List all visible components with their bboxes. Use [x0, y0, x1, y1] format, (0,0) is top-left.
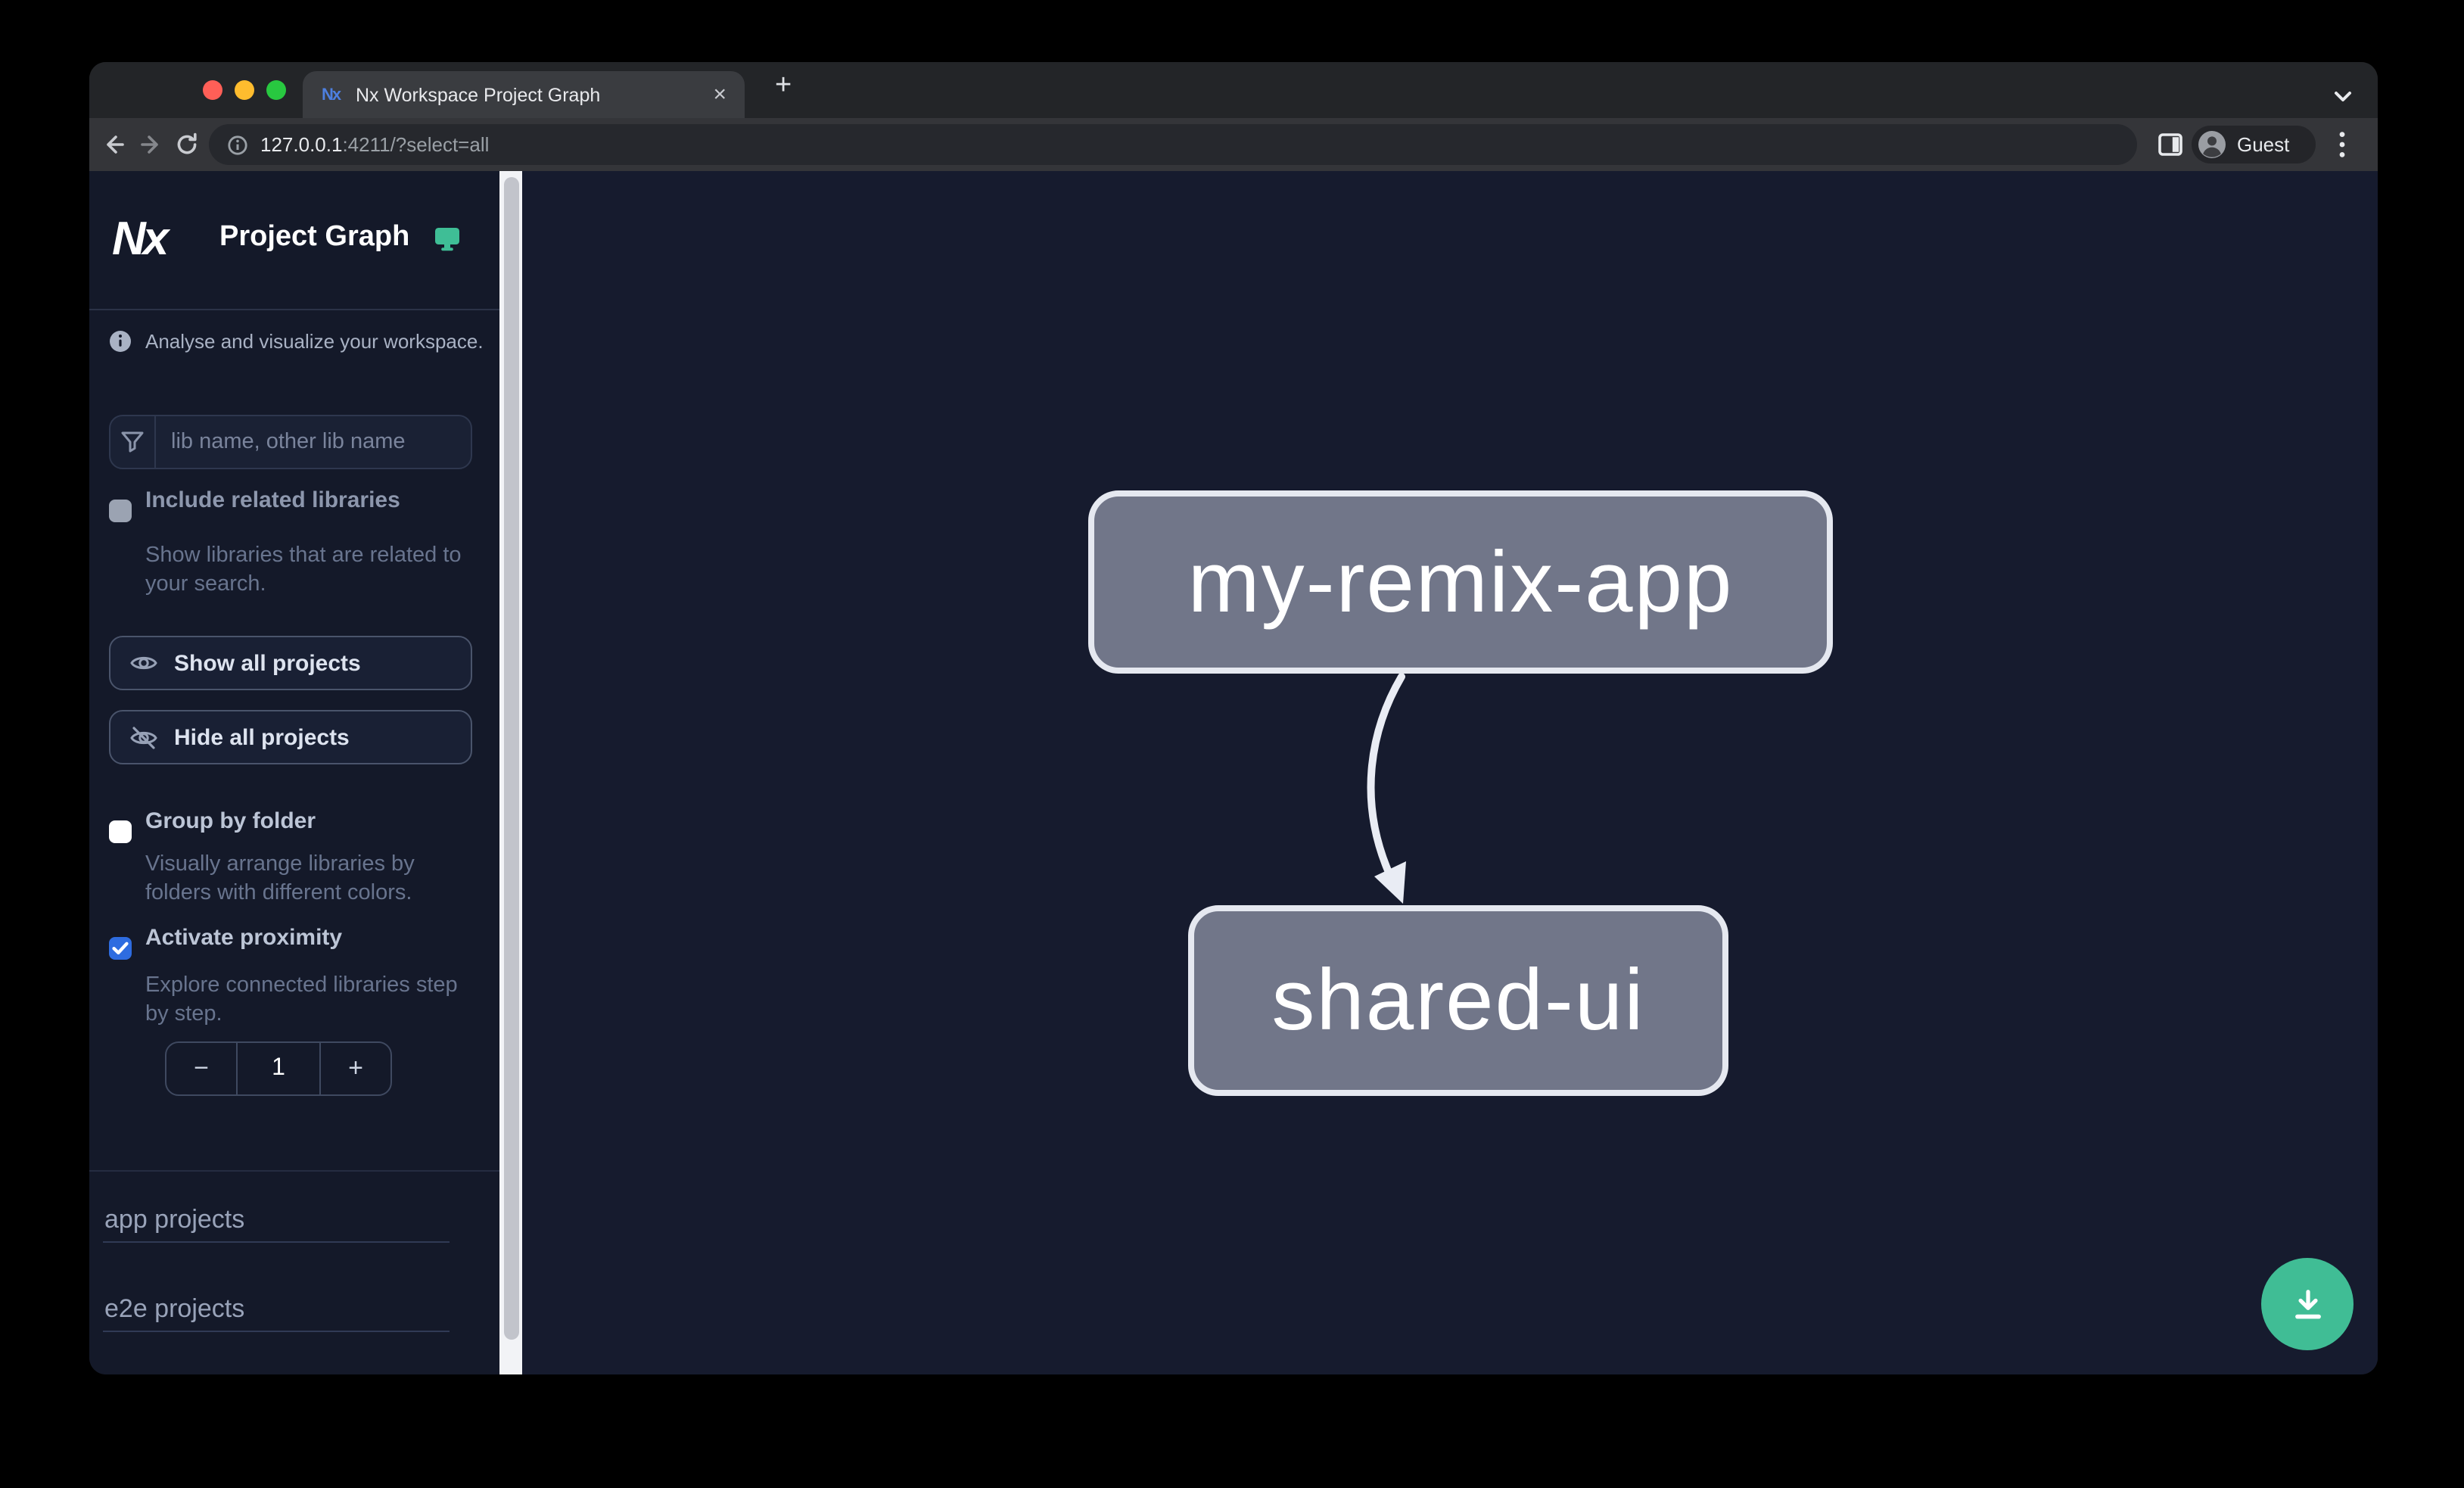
group-by-folder-checkbox[interactable] [109, 820, 132, 843]
info-icon [110, 331, 131, 352]
download-graph-button[interactable] [2261, 1258, 2354, 1350]
show-all-projects-label: Show all projects [174, 650, 361, 676]
dependency-edge [1367, 673, 1406, 904]
proximity-value: 1 [236, 1043, 321, 1094]
include-related-description: Show libraries that are related to your … [145, 543, 462, 596]
sidebar-header: Nx Project Graph [89, 171, 499, 310]
forward-button[interactable] [138, 132, 163, 165]
tab-close-icon[interactable]: × [713, 82, 726, 107]
tagline-row: Analyse and visualize your workspace. [109, 330, 484, 353]
close-window-button[interactable] [203, 80, 222, 100]
tab-strip: Nx Nx Workspace Project Graph × + [89, 62, 2378, 118]
browser-menu-icon[interactable] [2338, 130, 2346, 167]
tab-nx-workspace[interactable]: Nx Nx Workspace Project Graph × [303, 71, 745, 118]
group-by-folder-label[interactable]: Group by folder [145, 808, 316, 834]
page-content: Nx Project Graph Analyse and visualize y… [89, 171, 2378, 1374]
url-path: :4211/?select=all [342, 133, 490, 156]
node-label: my-remix-app [1187, 534, 1734, 630]
tagline-text: Analyse and visualize your workspace. [145, 330, 484, 353]
section-rule [103, 1241, 450, 1243]
filter-icon [110, 416, 156, 468]
download-icon [2294, 1289, 2320, 1318]
page-title: Project Graph [219, 221, 410, 253]
search-input[interactable] [156, 430, 471, 454]
avatar [2198, 131, 2226, 158]
reload-button[interactable] [174, 132, 200, 165]
sidebar-divider [89, 1170, 499, 1172]
profile-button[interactable]: Guest [2192, 126, 2316, 163]
url-text: 127.0.0.1:4211/?select=all [260, 133, 489, 156]
scrollbar-thumb[interactable] [503, 177, 518, 1340]
search-box [109, 415, 472, 469]
tab-title: Nx Workspace Project Graph [356, 84, 601, 105]
hide-all-projects-button[interactable]: Hide all projects [109, 710, 472, 764]
profile-label: Guest [2237, 133, 2290, 156]
proximity-stepper: − 1 + [165, 1041, 392, 1096]
site-info-icon[interactable] [227, 134, 248, 155]
eye-icon [130, 656, 157, 670]
eye-off-icon [130, 726, 157, 749]
proximity-decrement-button[interactable]: − [194, 1054, 209, 1082]
chevron-down-icon[interactable] [2334, 83, 2352, 111]
section-app-projects[interactable]: app projects [104, 1205, 245, 1234]
node-my-remix-app[interactable]: my-remix-app [1088, 490, 1833, 674]
node-shared-ui[interactable]: shared-ui [1188, 905, 1728, 1096]
proximity-increment-button[interactable]: + [348, 1054, 363, 1082]
graph-canvas[interactable]: my-remix-app shared-ui [522, 171, 2378, 1374]
show-all-projects-button[interactable]: Show all projects [109, 636, 472, 690]
address-bar[interactable]: 127.0.0.1:4211/?select=all [209, 124, 2137, 165]
include-related-checkbox[interactable] [109, 500, 132, 522]
activate-proximity-label[interactable]: Activate proximity [145, 925, 343, 951]
nx-favicon-icon: Nx [321, 86, 341, 104]
browser-toolbar: 127.0.0.1:4211/?select=all Guest [89, 118, 2378, 171]
activate-proximity-description: Explore connected libraries step by step… [145, 973, 458, 1026]
section-rule [103, 1331, 450, 1332]
browser-window: Nx Nx Workspace Project Graph × + 127.0 [89, 62, 2378, 1374]
monitor-icon[interactable] [434, 227, 460, 259]
new-tab-button[interactable]: + [775, 70, 792, 101]
group-by-folder-description: Visually arrange libraries by folders wi… [145, 852, 415, 905]
sidebar-scrollbar[interactable] [499, 171, 522, 1374]
activate-proximity-checkbox[interactable] [109, 937, 132, 960]
check-icon [112, 942, 129, 954]
include-related-label[interactable]: Include related libraries [145, 487, 400, 513]
node-label: shared-ui [1271, 952, 1645, 1049]
side-panel-icon[interactable] [2158, 133, 2182, 163]
hide-all-projects-label: Hide all projects [174, 724, 350, 750]
back-button[interactable] [101, 132, 127, 165]
url-host: 127.0.0.1 [260, 133, 343, 156]
section-e2e-projects[interactable]: e2e projects [104, 1294, 245, 1323]
nx-logo: Nx [112, 212, 169, 265]
zoom-window-button[interactable] [266, 80, 286, 100]
minimize-window-button[interactable] [235, 80, 254, 100]
sidebar: Nx Project Graph Analyse and visualize y… [89, 171, 499, 1374]
